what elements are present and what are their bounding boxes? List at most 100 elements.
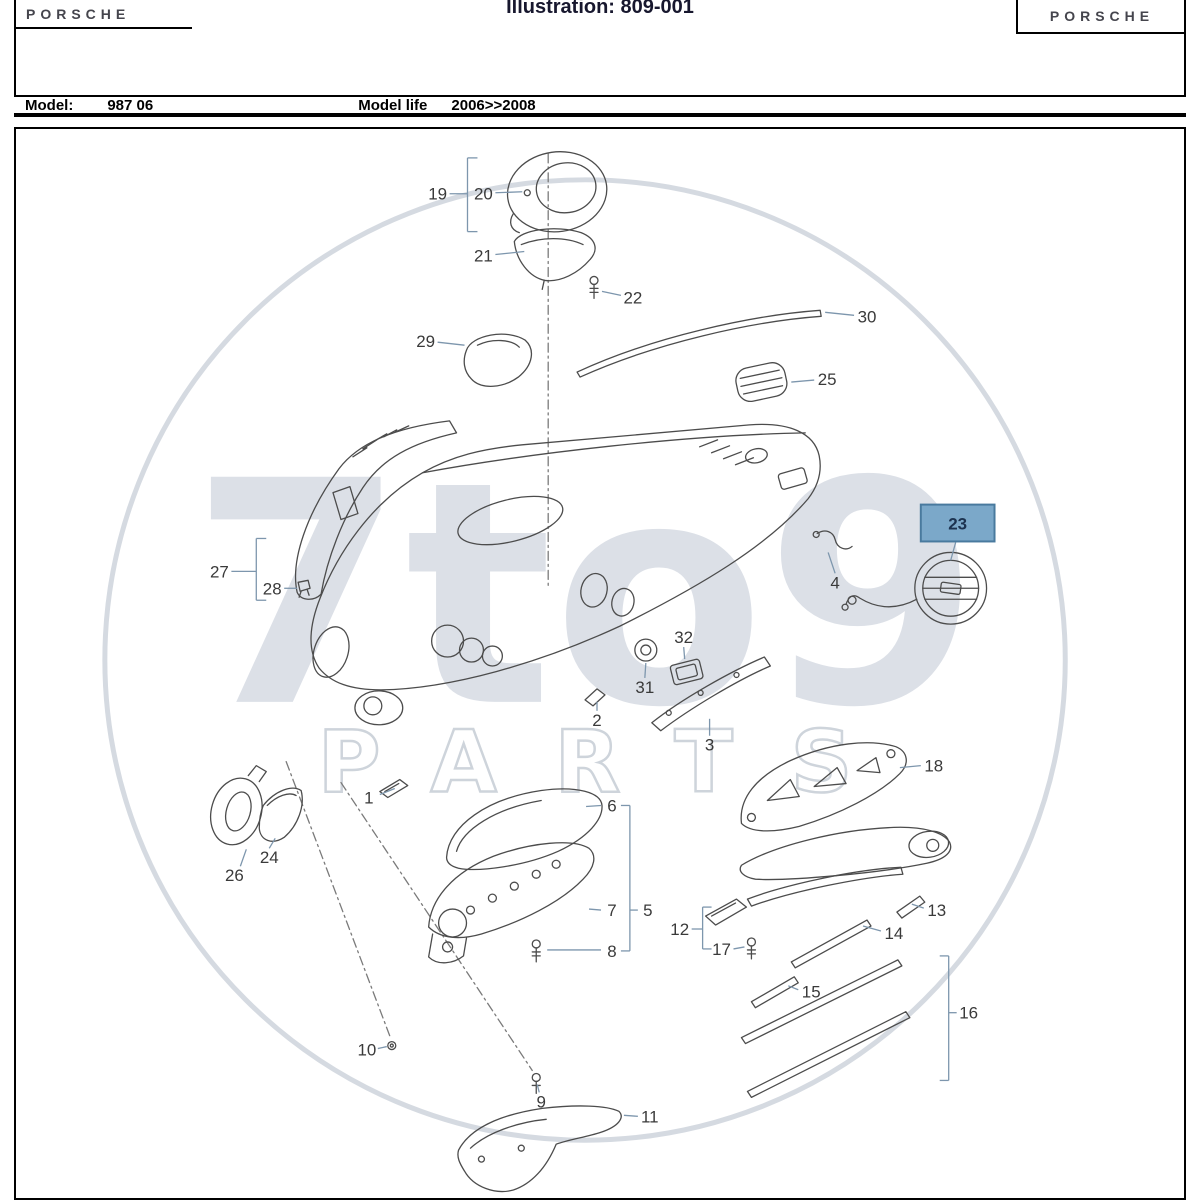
part-28-clip xyxy=(297,579,311,598)
part-callout-26[interactable]: 26 xyxy=(225,866,244,885)
part-4-lever xyxy=(812,530,853,550)
leader-line-part-20 xyxy=(495,191,523,194)
part-callout-20[interactable]: 20 xyxy=(474,185,493,204)
part-1-bracket xyxy=(379,778,409,799)
leader-line-part-17 xyxy=(733,946,745,950)
part-callout-6[interactable]: 6 xyxy=(607,796,616,815)
part-callout-28[interactable]: 28 xyxy=(263,579,282,598)
part-callout-23[interactable]: 23 xyxy=(948,515,967,534)
part-12-bracket xyxy=(704,898,748,926)
leader-line-part-4 xyxy=(827,552,836,574)
part-callout-17[interactable]: 17 xyxy=(712,940,731,959)
part-callout-1[interactable]: 1 xyxy=(364,788,373,807)
part-callout-5[interactable]: 5 xyxy=(643,901,652,920)
leader-line-part-11 xyxy=(623,1114,638,1117)
porsche-wordmark-right: PORSCHE xyxy=(1049,8,1155,24)
part-6-glovebox-lid xyxy=(445,788,603,871)
part-callout-7[interactable]: 7 xyxy=(607,901,616,920)
leader-line-part-26 xyxy=(239,849,247,867)
part-callout-27[interactable]: 27 xyxy=(210,562,229,581)
part-callout-15[interactable]: 15 xyxy=(802,983,821,1002)
part-21-pod-base xyxy=(513,228,596,291)
part-callout-11[interactable]: 11 xyxy=(641,1107,659,1126)
part-3-trim-strip xyxy=(651,656,772,732)
part-callout-19[interactable]: 19 xyxy=(428,185,447,204)
part-callout-30[interactable]: 30 xyxy=(858,307,877,326)
exploded-diagram-svg: 7to9 PARTS xyxy=(102,151,1068,1193)
part-26-ring-trim xyxy=(210,764,267,846)
part-22-screw xyxy=(589,275,599,300)
part-callout-12[interactable]: 12 xyxy=(670,920,689,939)
model-life-label: Model life xyxy=(358,96,428,114)
leader-line-part-14 xyxy=(862,925,882,932)
part-callout-8[interactable]: 8 xyxy=(607,942,616,961)
part-7-glovebox-panel xyxy=(427,842,595,964)
watermark: 7to9 PARTS xyxy=(102,177,1068,1143)
part-20-screw xyxy=(523,189,531,197)
part-dashboard-body xyxy=(310,423,821,726)
leader-line-part-10 xyxy=(377,1045,387,1050)
part-24-cover xyxy=(258,787,303,842)
part-callout-29[interactable]: 29 xyxy=(416,332,435,351)
leader-line-part-7 xyxy=(588,908,602,911)
part-32-switch xyxy=(669,658,704,686)
part-callout-4[interactable]: 4 xyxy=(830,573,839,592)
part-17-screw xyxy=(746,937,757,960)
part-callout-24[interactable]: 24 xyxy=(260,848,279,867)
leader-line-part-18 xyxy=(899,764,921,769)
leader-line-part-24 xyxy=(268,838,276,849)
leader-line-part-30 xyxy=(825,311,855,316)
diagram-area: 7to9 PARTS xyxy=(14,127,1186,1200)
part-callout-3[interactable]: 3 xyxy=(705,736,714,755)
porsche-wordmark-left: PORSCHE xyxy=(26,5,131,22)
part-8-screw xyxy=(531,939,541,963)
part-lower-dash-panels xyxy=(739,826,952,907)
page-border-left xyxy=(14,0,16,95)
page-title: Illustration: 809-001 xyxy=(506,0,694,18)
part-27-a-pillar-trim xyxy=(294,420,458,600)
part-callout-10[interactable]: 10 xyxy=(357,1041,376,1060)
part-25-vent-grille xyxy=(735,362,788,403)
part-13-strip xyxy=(896,895,926,919)
part-callout-14[interactable]: 14 xyxy=(884,924,903,943)
leader-line-part-6 xyxy=(586,804,602,808)
part-callout-9[interactable]: 9 xyxy=(537,1092,546,1111)
part-callout-18[interactable]: 18 xyxy=(924,757,943,776)
exploded-parts-drawing xyxy=(210,151,988,1193)
part-callout-2[interactable]: 2 xyxy=(592,711,601,730)
leader-line-part-22 xyxy=(601,290,622,297)
leader-line-part-9 xyxy=(536,1084,540,1093)
part-15-strip xyxy=(750,976,799,1009)
part-callout-25[interactable]: 25 xyxy=(818,370,837,389)
leader-line-part-21 xyxy=(495,250,525,256)
leader-line-part-25 xyxy=(791,379,815,383)
part-10-screw xyxy=(387,1040,397,1051)
leader-line-part-23 xyxy=(950,542,957,561)
leader-line-part-31 xyxy=(644,662,647,678)
part-19-gauge-pod xyxy=(506,151,608,234)
model-label: Model: xyxy=(25,96,74,114)
part-9-screw xyxy=(531,1072,541,1095)
porsche-logo-box-left: PORSCHE xyxy=(16,0,192,29)
part-callout-31[interactable]: 31 xyxy=(635,678,654,697)
leader-line-part-15 xyxy=(788,985,799,991)
watermark-text-sub: PARTS xyxy=(318,713,910,813)
part-11-lower-trim xyxy=(457,1105,622,1193)
part-30-trim-strip xyxy=(576,309,822,378)
leader-line-part-29 xyxy=(437,341,465,346)
part-31-grommet xyxy=(634,638,658,662)
part-2-bracket xyxy=(584,688,606,707)
leader-line-part-32 xyxy=(683,647,686,660)
part-callout-13[interactable]: 13 xyxy=(927,901,946,920)
part-callout-32[interactable]: 32 xyxy=(674,628,693,647)
leader-line-part-13 xyxy=(911,903,924,909)
porsche-logo-box-right: PORSCHE xyxy=(1016,0,1186,34)
highlight-box-part-23 xyxy=(919,503,996,543)
model-value: 987 06 xyxy=(107,96,154,114)
part-callout-21[interactable]: 21 xyxy=(474,247,493,266)
part-callout-16[interactable]: 16 xyxy=(959,1004,978,1023)
part-callout-22[interactable]: 22 xyxy=(623,288,642,307)
part-29-cover xyxy=(463,333,533,387)
